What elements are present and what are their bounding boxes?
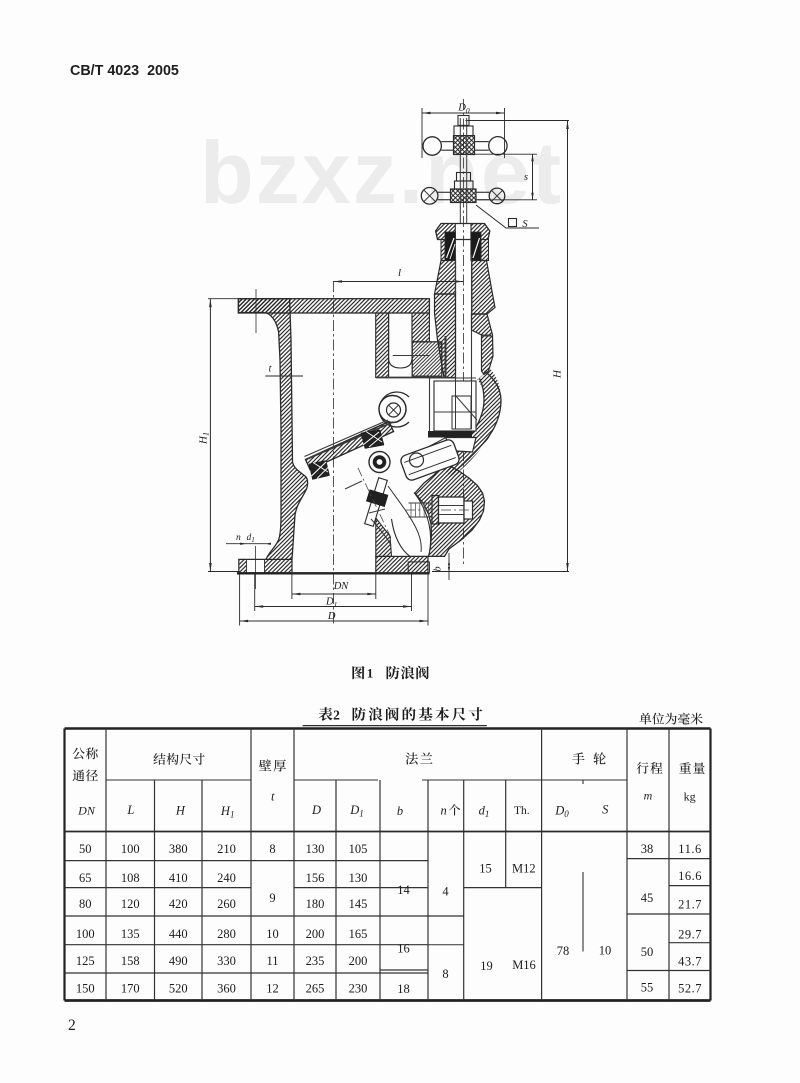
svg-text:120: 120 bbox=[121, 897, 140, 911]
svg-text:t: t bbox=[269, 364, 272, 375]
svg-text:410: 410 bbox=[169, 871, 188, 885]
svg-text:200: 200 bbox=[306, 927, 325, 941]
svg-text:D1: D1 bbox=[349, 803, 364, 819]
svg-text:1: 1 bbox=[367, 666, 374, 681]
svg-text:43.7: 43.7 bbox=[678, 954, 702, 968]
svg-text:105: 105 bbox=[349, 842, 368, 856]
svg-text:m: m bbox=[644, 789, 653, 803]
svg-text:38: 38 bbox=[641, 842, 654, 856]
svg-text:b: b bbox=[397, 804, 403, 818]
svg-text:t: t bbox=[271, 790, 275, 804]
svg-text:80: 80 bbox=[79, 897, 92, 911]
svg-text:520: 520 bbox=[169, 982, 188, 996]
svg-text:100: 100 bbox=[121, 842, 140, 856]
svg-text:156: 156 bbox=[306, 871, 325, 885]
svg-text:52.7: 52.7 bbox=[678, 981, 702, 995]
svg-text:14: 14 bbox=[397, 883, 410, 897]
svg-text:50: 50 bbox=[79, 842, 92, 856]
svg-text:490: 490 bbox=[169, 954, 188, 968]
svg-text:d1: d1 bbox=[247, 533, 255, 544]
svg-text:16.6: 16.6 bbox=[678, 869, 702, 883]
svg-text:50: 50 bbox=[641, 945, 654, 959]
svg-text:n: n bbox=[441, 804, 447, 818]
svg-text:240: 240 bbox=[217, 871, 236, 885]
svg-text:DN: DN bbox=[77, 804, 96, 818]
svg-text:65: 65 bbox=[79, 871, 92, 885]
svg-text:11.6: 11.6 bbox=[678, 842, 701, 856]
svg-text:230: 230 bbox=[349, 982, 368, 996]
svg-text:2: 2 bbox=[333, 708, 340, 723]
svg-text:S: S bbox=[602, 802, 609, 816]
svg-text:145: 145 bbox=[349, 897, 368, 911]
svg-text:8: 8 bbox=[442, 967, 448, 981]
svg-text:440: 440 bbox=[169, 927, 188, 941]
svg-text:n: n bbox=[236, 533, 241, 543]
svg-text:d1: d1 bbox=[479, 804, 490, 820]
svg-text:S: S bbox=[522, 219, 528, 230]
svg-text:150: 150 bbox=[76, 982, 95, 996]
svg-text:420: 420 bbox=[169, 897, 188, 911]
svg-text:kg: kg bbox=[684, 790, 696, 804]
svg-text:4: 4 bbox=[442, 884, 449, 898]
svg-text:55: 55 bbox=[641, 980, 654, 994]
svg-text:280: 280 bbox=[217, 927, 236, 941]
svg-text:130: 130 bbox=[306, 842, 325, 856]
svg-text:12: 12 bbox=[266, 982, 279, 996]
svg-text:Th.: Th. bbox=[514, 805, 530, 817]
svg-text:265: 265 bbox=[306, 982, 325, 996]
svg-text:21.7: 21.7 bbox=[678, 898, 702, 912]
svg-text:l: l bbox=[398, 267, 401, 279]
svg-text:10: 10 bbox=[266, 927, 279, 941]
svg-text:200: 200 bbox=[349, 954, 368, 968]
svg-text:D0: D0 bbox=[554, 804, 569, 820]
svg-text:15: 15 bbox=[479, 861, 492, 875]
svg-text:M16: M16 bbox=[512, 958, 536, 972]
svg-text:330: 330 bbox=[217, 954, 236, 968]
svg-text:260: 260 bbox=[217, 897, 236, 911]
svg-text:170: 170 bbox=[121, 982, 140, 996]
svg-text:29.7: 29.7 bbox=[678, 927, 702, 941]
svg-text:18: 18 bbox=[397, 982, 410, 996]
svg-text:D1: D1 bbox=[325, 597, 337, 610]
svg-text:19: 19 bbox=[480, 959, 493, 973]
svg-text:78: 78 bbox=[557, 944, 570, 958]
svg-text:16: 16 bbox=[397, 941, 410, 955]
svg-text:D: D bbox=[327, 611, 336, 622]
svg-text:165: 165 bbox=[349, 927, 368, 941]
svg-text:380: 380 bbox=[169, 842, 188, 856]
svg-text:L: L bbox=[126, 803, 134, 817]
svg-text:125: 125 bbox=[76, 954, 95, 968]
svg-text:11: 11 bbox=[266, 954, 278, 968]
svg-text:360: 360 bbox=[217, 982, 236, 996]
svg-text:130: 130 bbox=[349, 871, 368, 885]
svg-text:H1: H1 bbox=[220, 804, 235, 820]
svg-text:H1: H1 bbox=[198, 432, 211, 445]
svg-text:b: b bbox=[433, 567, 444, 572]
svg-text:10: 10 bbox=[599, 943, 612, 957]
svg-text:100: 100 bbox=[76, 927, 95, 941]
svg-text:M12: M12 bbox=[512, 861, 536, 875]
svg-text:9: 9 bbox=[269, 891, 275, 905]
svg-text:DN: DN bbox=[333, 581, 350, 592]
svg-text:135: 135 bbox=[121, 927, 140, 941]
svg-text:108: 108 bbox=[121, 871, 140, 885]
svg-text:D0: D0 bbox=[457, 103, 470, 116]
svg-text:H: H bbox=[175, 804, 186, 818]
svg-text:8: 8 bbox=[269, 842, 275, 856]
svg-text:235: 235 bbox=[306, 954, 325, 968]
svg-text:45: 45 bbox=[641, 891, 654, 905]
svg-text:210: 210 bbox=[217, 842, 236, 856]
svg-text:180: 180 bbox=[306, 897, 325, 911]
svg-text:D: D bbox=[311, 803, 321, 817]
svg-text:H: H bbox=[552, 369, 564, 379]
svg-text:s: s bbox=[524, 172, 528, 183]
svg-text:158: 158 bbox=[121, 954, 140, 968]
